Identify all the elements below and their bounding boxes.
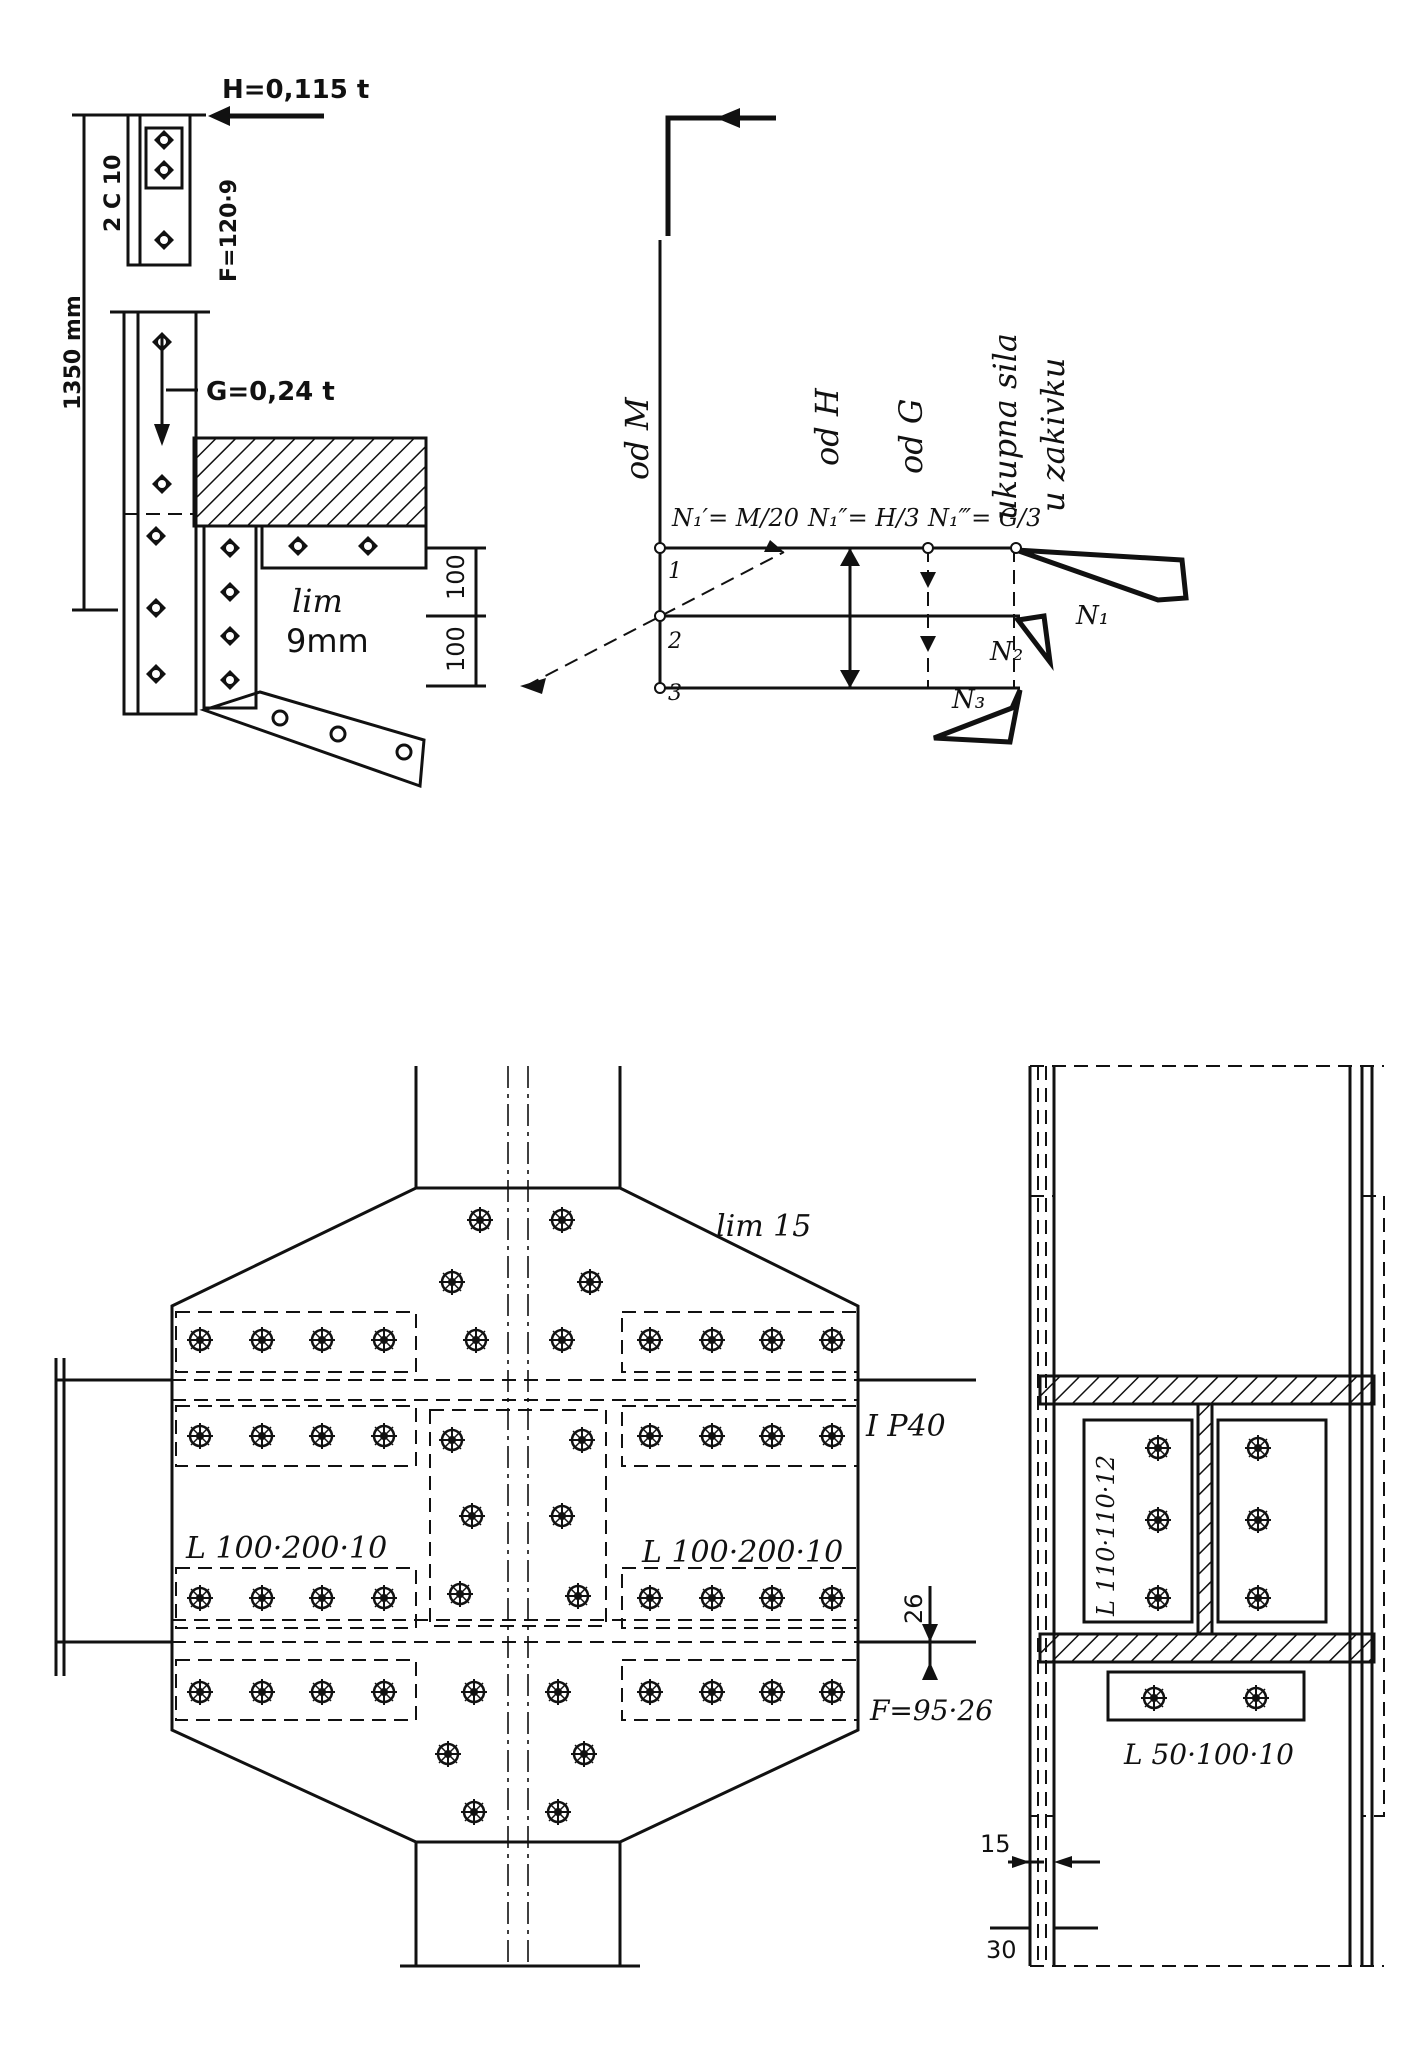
angle-label-vertical: L 110·110·12 xyxy=(1092,1455,1120,1617)
col-label-from-h: od H xyxy=(808,387,846,466)
rivet-spacing-dimension: 100 100 xyxy=(426,546,486,688)
height-dim-label: 1350 mm xyxy=(61,295,86,410)
dim-30: 30 xyxy=(986,1936,1017,1964)
force-h-label: H=0,115 t xyxy=(222,75,369,105)
ip40-beam: I P40 xyxy=(54,1358,976,1676)
formula-from-g: N₁‴= G/3 xyxy=(927,504,1041,532)
point-1: 1 xyxy=(668,559,682,584)
height-dimension: 1350 mm xyxy=(61,113,118,612)
angle-label-bottom: L 50·100·10 xyxy=(1123,1738,1294,1771)
force-diagram: 1 2 3 od M od H od G ukupna sila u zakiv… xyxy=(520,108,1189,745)
top-flange xyxy=(1038,1374,1376,1406)
gusset-plate: lim 9mm xyxy=(199,524,428,789)
gusset-label-lim: lim xyxy=(292,582,343,620)
plate-label-lim15: lim 15 xyxy=(716,1209,811,1244)
dim-upper: 100 xyxy=(442,554,470,600)
col-label-total-2: u zakivku xyxy=(1034,358,1072,512)
gusset-label-thickness: 9mm xyxy=(286,622,369,660)
channel-section-label: 2 C 10 xyxy=(101,155,126,232)
formula-from-h: N₁″= H/3 xyxy=(807,504,920,532)
point-2: 2 xyxy=(667,629,682,654)
bottom-right-figure: L 110·110·12 L 50·100·10 15 30 xyxy=(980,1065,1385,1967)
result-n1: N₁ xyxy=(1075,601,1109,631)
force-g-arrow: G=0,24 t xyxy=(154,336,335,446)
beam-label-ip40: I P40 xyxy=(865,1409,946,1444)
col-label-from-m: od M xyxy=(618,396,656,480)
angle-label-right: L 100·200·10 xyxy=(641,1535,843,1570)
flat-bar-label: F=95·26 xyxy=(869,1694,993,1727)
point-3: 3 xyxy=(668,681,682,706)
dim-26: 26 xyxy=(900,1593,928,1624)
result-n2: N₂ xyxy=(989,637,1023,667)
result-n3: N₃ xyxy=(951,685,985,715)
force-g-label: G=0,24 t xyxy=(206,377,335,407)
top-figure: lim 9mm 1350 mm 2 C 10 F=120·9 H=0,115 t… xyxy=(61,75,1189,789)
col-label-from-g: od G xyxy=(892,399,930,474)
bottom-left-figure: lim 15 I P40 L 100·200·10 L 100·200·10 xyxy=(54,1066,993,1968)
col-label-total-1: ukupna sila xyxy=(986,333,1024,520)
rivet-pattern xyxy=(185,1205,847,1827)
dim-lower: 100 xyxy=(442,626,470,672)
dim-15: 15 xyxy=(980,1830,1011,1858)
force-h-arrow: H=0,115 t xyxy=(208,75,369,126)
flat-bar-dimension: 26 F=95·26 xyxy=(869,1586,993,1727)
web xyxy=(1196,1402,1214,1636)
gusset-plate-lim15 xyxy=(170,1186,860,1844)
plate-section-label: F=120·9 xyxy=(217,179,242,282)
formula-from-m: N₁′= M/20 xyxy=(671,504,799,532)
bottom-flange xyxy=(1038,1632,1376,1664)
angle-label-left: L 100·200·10 xyxy=(185,1531,387,1566)
beam-section xyxy=(192,436,428,528)
